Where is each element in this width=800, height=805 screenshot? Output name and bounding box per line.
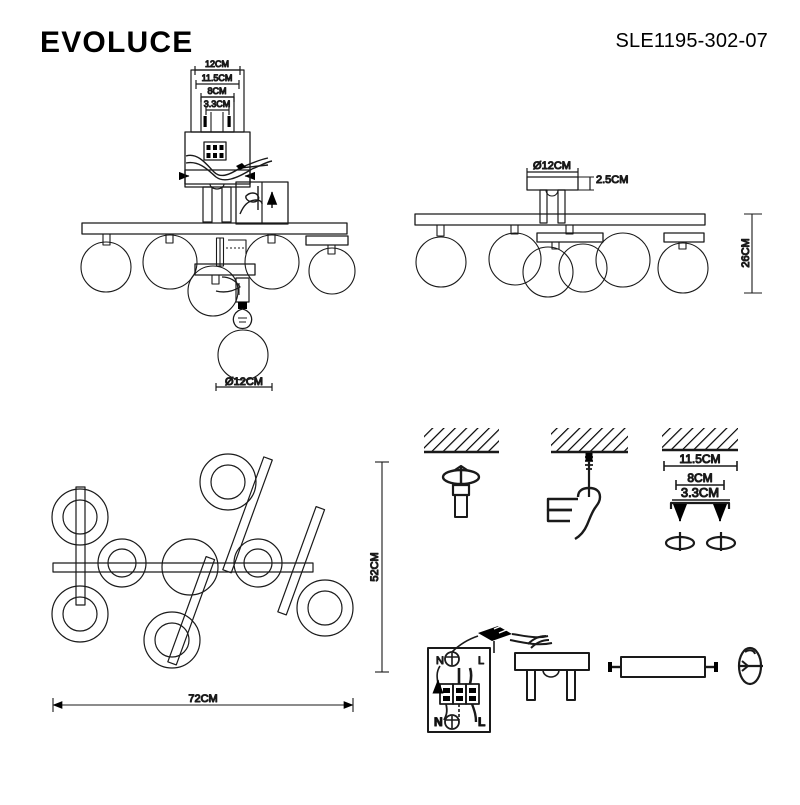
mounting-bar-part bbox=[608, 656, 718, 678]
side-elevation-view: Ø12CM 2.5CM bbox=[414, 159, 762, 298]
screw-washer-part bbox=[737, 646, 763, 686]
dim-plan-depth: 52CM bbox=[368, 461, 389, 673]
dim-3-3cm: 3.3CM bbox=[203, 98, 231, 115]
dim-anchor-3-3cm: 3.3CM bbox=[672, 484, 730, 501]
front-elevation-view: Ø12CM bbox=[80, 222, 356, 391]
dim-plan-width-label: 72CM bbox=[188, 693, 217, 705]
dim-canopy-diameter: Ø12CM bbox=[526, 159, 579, 177]
dim-8cm-label: 8CM bbox=[207, 86, 226, 96]
globe bbox=[308, 247, 356, 295]
hammer-anchor-step bbox=[546, 428, 628, 541]
dim-overall-height: 26CM bbox=[739, 213, 762, 294]
dim-11-5cm-label: 11.5CM bbox=[202, 73, 233, 83]
dim-canopy-diameter-label: Ø12CM bbox=[533, 160, 571, 172]
plan-globe bbox=[51, 453, 354, 669]
terminal-live-top-label: L bbox=[478, 655, 484, 667]
dim-globe-diameter: Ø12CM bbox=[215, 375, 273, 391]
terminal-neutral-top-label: N bbox=[436, 655, 444, 667]
globe bbox=[244, 234, 300, 290]
dim-plan-depth-label: 52CM bbox=[369, 552, 381, 581]
brand-logo: EVOLUCE bbox=[40, 26, 194, 59]
dim-globe-diameter-label: Ø12CM bbox=[225, 376, 263, 388]
globe-detached bbox=[217, 329, 269, 381]
terminal-live-bottom-label: L bbox=[478, 715, 485, 729]
mounting-plate-detail: 12CM 11.5CM 8CM bbox=[190, 58, 245, 133]
product-code: SLE1195-302-07 bbox=[615, 30, 768, 52]
dim-canopy-thickness: 2.5CM bbox=[578, 173, 629, 191]
dim-anchor-11-5cm: 11.5CM bbox=[663, 451, 738, 471]
dim-3-3cm-label: 3.3CM bbox=[204, 99, 231, 109]
terminal-neutral-bottom-label: N bbox=[434, 715, 443, 729]
dim-11-5cm: 11.5CM bbox=[195, 72, 240, 89]
globe bbox=[142, 234, 198, 290]
terminal-block-wiring-step: N L N L bbox=[427, 620, 553, 733]
dim-anchor-11-5cm-label: 11.5CM bbox=[679, 452, 720, 466]
dim-anchor-3-3cm-label: 3.3CM bbox=[681, 485, 719, 500]
dim-12cm-label: 12CM bbox=[205, 59, 229, 69]
dim-plan-width: 72CM bbox=[52, 692, 354, 712]
dim-anchor-8cm: 8CM bbox=[675, 470, 725, 490]
globe bbox=[187, 265, 239, 317]
anchor-spacing-step: 11.5CM 8CM 3.3CM bbox=[662, 428, 738, 551]
dim-canopy-thickness-label: 2.5CM bbox=[596, 174, 628, 186]
canopy-wiring-detail bbox=[178, 131, 273, 223]
dim-anchor-8cm-label: 8CM bbox=[687, 471, 712, 485]
hand-insert-detail bbox=[235, 181, 289, 225]
drill-ceiling-hole-step bbox=[424, 428, 499, 518]
ceiling-canopy-part bbox=[514, 635, 590, 701]
dim-overall-height-label: 26CM bbox=[740, 238, 752, 267]
plan-top-view: 52CM 72CM bbox=[51, 453, 389, 712]
globe bbox=[80, 241, 132, 293]
